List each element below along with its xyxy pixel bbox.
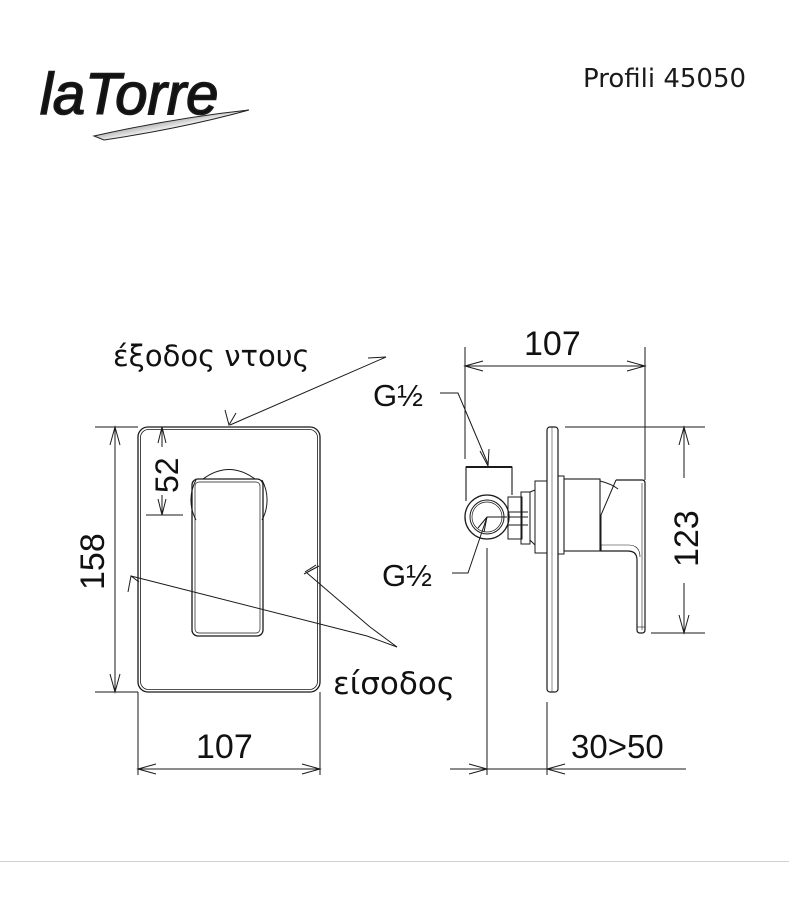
- thread-label-bottom: G½: [382, 558, 432, 593]
- dim-handle-offset-52: 52: [149, 457, 185, 493]
- dim-wall-depth: 30>50: [571, 728, 664, 765]
- label-inlet: είσοδος: [333, 666, 455, 702]
- dim-depth-107: 107: [524, 325, 581, 363]
- latorre-logo: laTorre: [39, 61, 250, 141]
- handle-front: [191, 478, 264, 637]
- dim-handle-height-123: 123: [668, 510, 706, 567]
- dim-height-158: 158: [74, 533, 112, 590]
- side-view: 107 123: [373, 325, 706, 775]
- wall-plate-side: [546, 426, 559, 693]
- footer-divider: [0, 861, 789, 862]
- handle-side: [600, 479, 646, 634]
- thread-label-top: G½: [373, 378, 423, 413]
- label-shower-outlet: έξοδος ντους: [113, 339, 310, 373]
- inlet-connector: [464, 494, 510, 540]
- front-view: 158 52 107 έξοδος ντους είσοδος: [74, 339, 455, 775]
- model-label: Profili 45050: [583, 64, 747, 94]
- cover-plate: [137, 426, 321, 693]
- dim-width-107: 107: [196, 728, 253, 766]
- logo-text: laTorre: [40, 62, 218, 127]
